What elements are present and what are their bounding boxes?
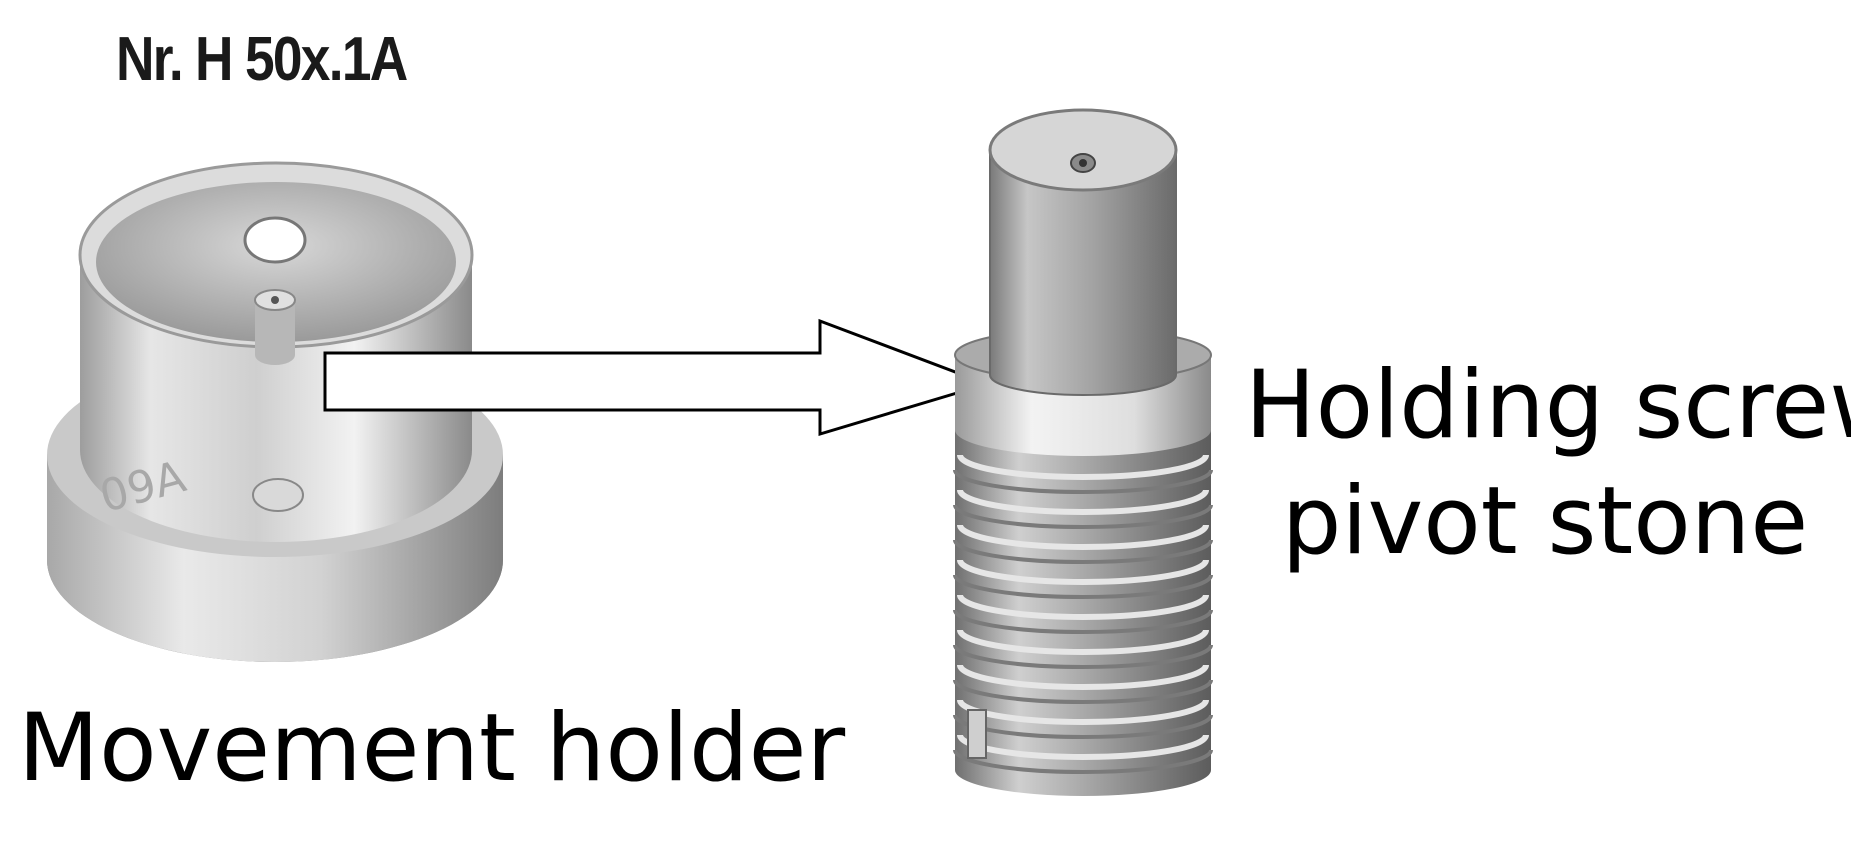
movement-holder-label: Movement holder (18, 694, 846, 803)
arrow-shape (323, 318, 992, 437)
holding-screw-label: Holding screw pivot stone (1245, 348, 1851, 579)
holding-screw-label-line2: pivot stone (1281, 466, 1809, 576)
holding-screw-label-line1: Holding screw (1245, 351, 1851, 460)
movement-holder-image: 09A (47, 161, 503, 662)
part-number: Nr. H 50x.1A (116, 25, 408, 94)
holding-screw-image (953, 108, 1213, 796)
